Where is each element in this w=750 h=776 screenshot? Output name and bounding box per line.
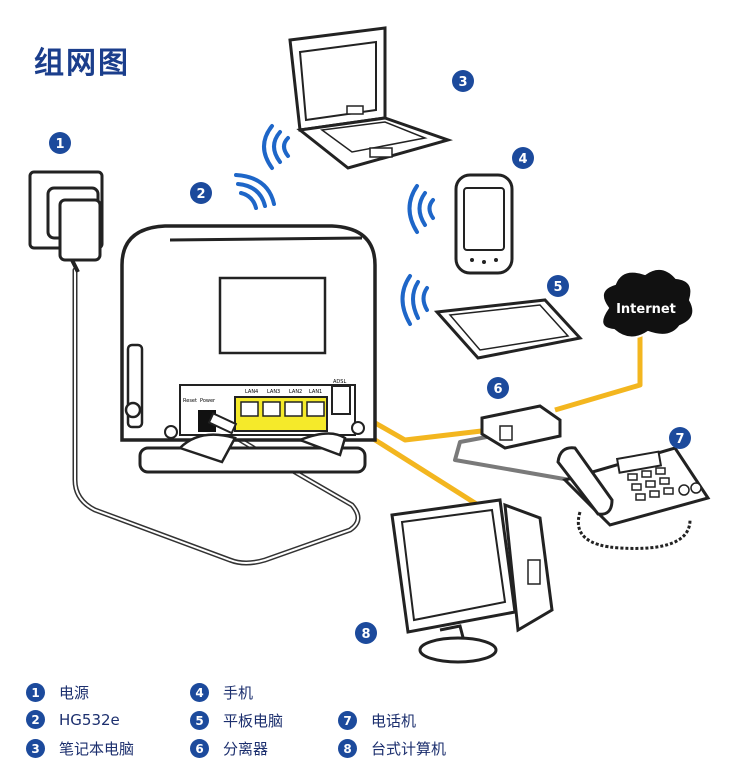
power-label: Power [200, 398, 216, 404]
legend-badge: 2 [26, 710, 45, 729]
router-hg532e: Reset Power LAN4 LAN3 LAN2 LAN1 ADSL [120, 224, 377, 474]
callout-4: 4 [512, 147, 534, 169]
splitter [480, 404, 562, 450]
tablet-wifi-icon [400, 274, 429, 326]
callout-1: 1 [49, 132, 71, 154]
callout-3: 3 [452, 70, 474, 92]
internet-cable [554, 330, 643, 413]
phone-wifi-icon [407, 184, 435, 234]
legend-item-desktop: 8 台式计算机 [338, 738, 446, 759]
legend-label: 笔记本电脑 [59, 740, 135, 758]
legend-item-splitter: 6 分离器 [190, 738, 268, 759]
tablet [433, 298, 583, 360]
svg-text:2: 2 [196, 187, 205, 202]
lan4-label: LAN4 [245, 389, 258, 395]
svg-text:5: 5 [553, 280, 562, 295]
power-adapter [28, 170, 104, 273]
legend-badge: 3 [26, 739, 45, 758]
diagram-canvas: Reset Power LAN4 LAN3 LAN2 LAN1 ADSL [28, 26, 711, 664]
reset-label: Reset [183, 398, 197, 404]
router-wifi-icon [234, 173, 276, 210]
callout-6: 6 [487, 377, 509, 399]
svg-text:1: 1 [55, 137, 64, 152]
callout-5: 5 [547, 275, 569, 297]
desk-telephone [556, 446, 711, 550]
legend-label: 手机 [223, 684, 254, 702]
legend-label: HG532e [59, 710, 120, 729]
internet-cloud: Internet [601, 267, 695, 339]
legend-badge: 7 [338, 711, 357, 730]
svg-text:7: 7 [675, 432, 684, 447]
callout-8: 8 [355, 622, 377, 644]
page-title: 组网图 [34, 46, 130, 81]
internet-label: Internet [616, 302, 676, 317]
legend-label: 电话机 [371, 712, 417, 730]
legend-badge: 4 [190, 683, 209, 702]
legend-badge: 6 [190, 739, 209, 758]
lan1-label: LAN1 [309, 389, 322, 395]
legend-badge: 1 [26, 683, 45, 702]
legend-item-telephone: 7 电话机 [338, 710, 416, 731]
legend-label: 分离器 [223, 740, 269, 758]
svg-text:8: 8 [361, 627, 370, 642]
legend-badge: 5 [190, 711, 209, 730]
phone-cable [453, 434, 571, 482]
legend-item-laptop: 3 笔记本电脑 [26, 738, 134, 759]
lan3-label: LAN3 [267, 389, 280, 395]
callout-7: 7 [669, 427, 691, 449]
legend-item-tablet: 5 平板电脑 [190, 710, 283, 731]
legend-item-power-adapter: 1 电源 [26, 682, 89, 703]
lan2-label: LAN2 [289, 389, 302, 395]
svg-text:3: 3 [458, 75, 467, 90]
legend-badge: 8 [338, 739, 357, 758]
mobile-phone [454, 173, 514, 275]
callout-2: 2 [190, 182, 212, 204]
laptop-wifi-icon [262, 124, 290, 170]
desktop-computer [390, 498, 554, 664]
legend-label: 台式计算机 [371, 740, 447, 758]
laptop [288, 26, 454, 170]
adsl-label: ADSL [333, 379, 346, 385]
svg-text:4: 4 [518, 152, 527, 167]
legend-item-router: 2 HG532e [26, 710, 120, 729]
legend-label: 电源 [59, 684, 90, 702]
legend-label: 平板电脑 [223, 712, 284, 730]
svg-text:6: 6 [493, 382, 502, 397]
legend-item-mobile-phone: 4 手机 [190, 682, 253, 703]
